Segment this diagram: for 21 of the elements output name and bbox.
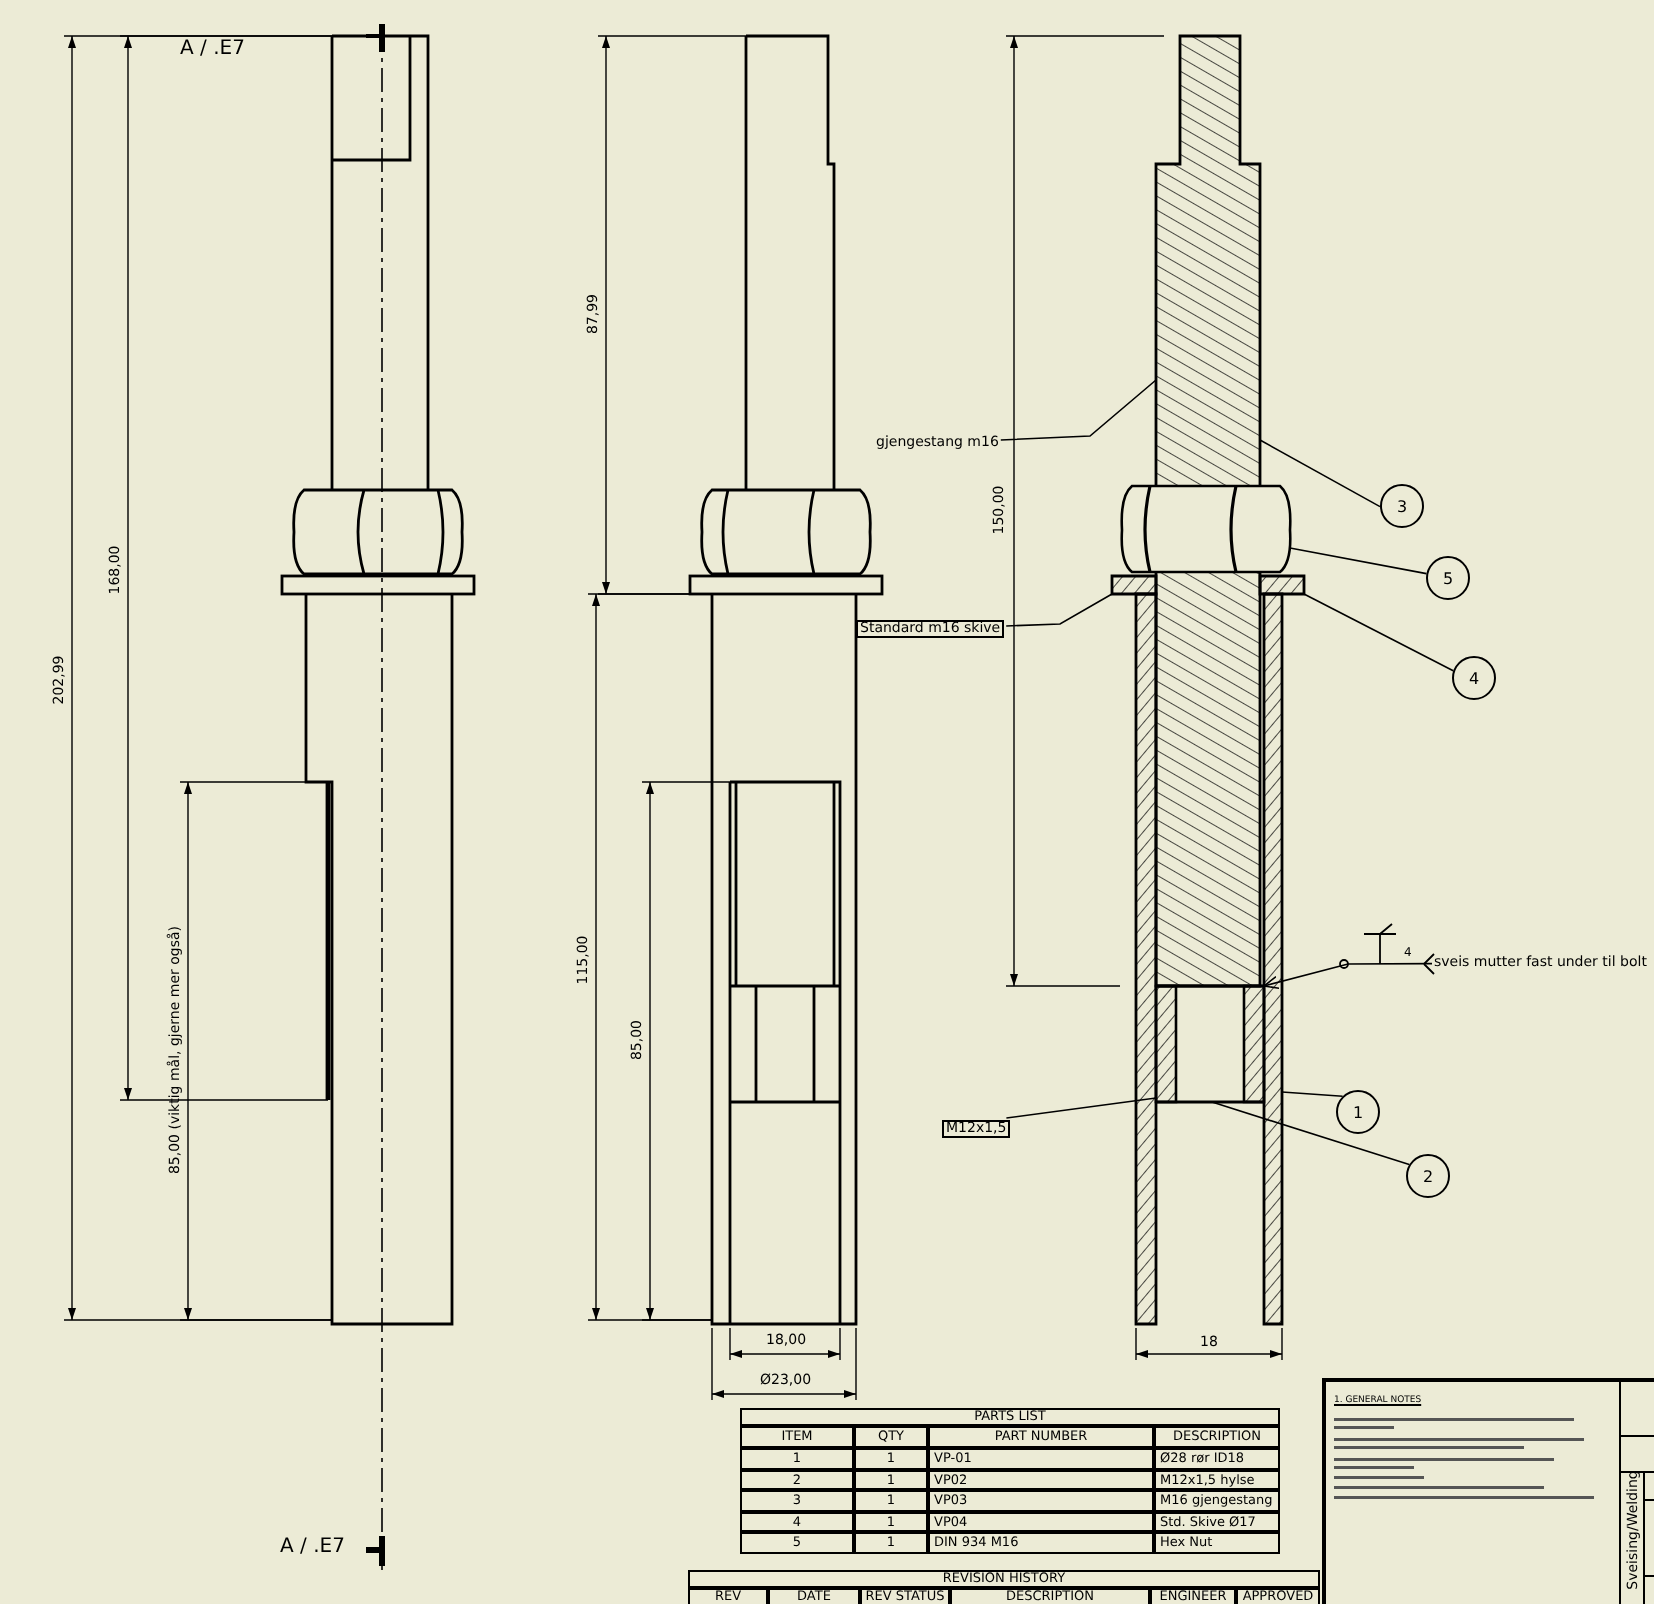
washer-section — [1110, 574, 1306, 596]
callout-number: 2 — [1406, 1154, 1450, 1198]
leader-line — [1289, 547, 1428, 575]
callout-number: 4 — [1452, 656, 1496, 700]
leader-line — [1211, 1101, 1410, 1166]
leader-line — [1000, 379, 1157, 441]
callout-number: 3 — [1380, 484, 1424, 528]
threaded-sleeve-section — [1154, 984, 1266, 1104]
hex-nut — [1120, 484, 1292, 574]
callout-number: 5 — [1426, 556, 1470, 600]
leader-line — [1281, 1091, 1344, 1097]
leader-line — [1259, 439, 1381, 508]
leader-line — [1005, 593, 1113, 627]
section-marker: A / .E7 — [180, 40, 245, 60]
tube-section — [1134, 592, 1284, 1326]
leader-line — [1303, 593, 1454, 672]
leader-line — [1005, 1097, 1157, 1119]
callout-number: 1 — [1336, 1090, 1380, 1134]
threaded-rod-section — [1154, 34, 1262, 988]
section-marker: A / .E7 — [280, 1538, 345, 1558]
leader-line — [1263, 962, 1433, 990]
